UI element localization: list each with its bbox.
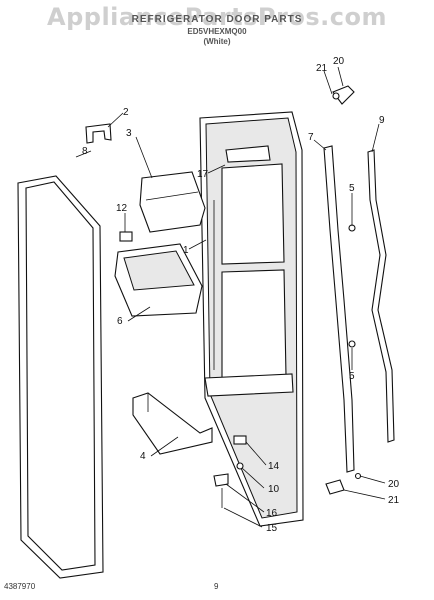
page-number: 9	[214, 582, 219, 591]
callout-label: 1	[183, 245, 189, 256]
door-bin-drawing	[114, 243, 203, 317]
callout-label: 20	[388, 479, 400, 490]
callout-label: 21	[316, 63, 328, 74]
callout-label: 15	[266, 523, 278, 534]
callout-label: 7	[308, 132, 314, 143]
callout-label: 4	[140, 451, 146, 462]
bottom-hinge-drawing	[325, 472, 362, 495]
callout-label: 14	[268, 461, 280, 472]
handle-trim-drawing	[367, 149, 395, 443]
door-shelf-drawing	[132, 392, 213, 455]
door-trim-drawing	[323, 145, 355, 473]
callout-label: 5	[349, 183, 355, 194]
callout-label: 6	[117, 316, 123, 327]
diagram-title: REFRIGERATOR DOOR PARTS	[131, 14, 303, 25]
callout-label: 12	[116, 203, 128, 214]
callout-label: 3	[126, 128, 132, 139]
callout-label: 17	[197, 169, 209, 180]
callout-labels: 20 21 2 9 8 7 3 17 5 12 1 6 5 4 14 10 16…	[82, 56, 400, 534]
leader-lines	[75, 66, 386, 528]
dairy-hinge-pin-drawing	[119, 231, 133, 242]
callout-label: 2	[123, 107, 129, 118]
callout-label: 21	[388, 495, 400, 506]
top-hinge-drawing	[332, 85, 355, 105]
screws-drawing	[348, 224, 356, 348]
watermark: AppliancePartsPros.com	[47, 3, 387, 31]
bottom-hardware-drawing	[213, 435, 247, 508]
document-number: 4387970	[4, 582, 36, 591]
callout-label: 9	[379, 115, 385, 126]
callout-label: 8	[82, 146, 88, 157]
model-number: ED5VHEXMQ00	[187, 27, 247, 36]
color-note: (White)	[203, 37, 231, 46]
callout-label: 20	[333, 56, 345, 67]
callout-label: 5	[349, 371, 355, 382]
callout-label: 10	[268, 484, 280, 495]
callout-label: 16	[266, 508, 278, 519]
door-bar-mount-drawing	[85, 123, 112, 144]
door-gasket-drawing	[17, 175, 104, 579]
dairy-door-drawing	[139, 171, 206, 233]
door-liner-drawing	[199, 111, 304, 527]
